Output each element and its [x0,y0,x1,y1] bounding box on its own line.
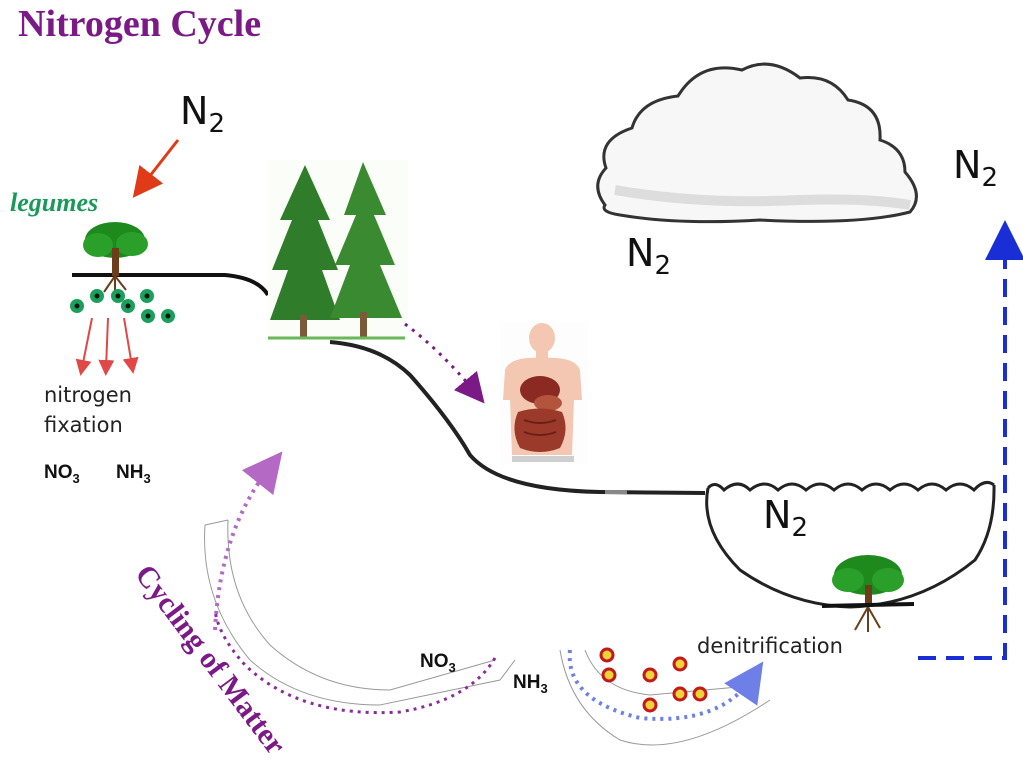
page-title: Nitrogen Cycle [18,3,262,45]
human-digestive-system-icon [500,322,588,464]
n2-label-top: N2 [180,89,225,139]
no3-label-soil: NO3 [420,651,456,675]
no3-label-fixation: NO3 [44,462,80,486]
soil-layers [204,519,771,746]
n2-label-cloud: N2 [626,231,671,281]
pine-trees-icon [268,160,408,340]
fixation-arrows [75,317,139,376]
denitrification-arrow [918,220,1023,660]
nitrogen-nodule-icon [70,289,175,323]
tree-icon [83,222,148,298]
nh3-to-denitrification-arrow [567,649,764,721]
n2-label-atmosphere: N2 [953,143,998,193]
nitrogen-fixation-label-line2: fixation [44,413,123,437]
bacteria-icon [599,647,708,713]
n2-to-legumes-arrow [132,139,180,198]
n2-label-lake: N2 [763,493,808,543]
trees-to-human-arrow [404,322,485,404]
cloud-icon [596,62,918,224]
legumes-label: legumes [10,188,99,217]
lake-tree-icon [821,555,915,632]
cycling-up-arrow [213,451,283,631]
terrain-line [72,273,706,495]
nh3-label-soil: NH3 [513,672,548,696]
cycling-lower-arrow [213,609,497,715]
nh3-label-fixation: NH3 [116,462,151,486]
nitrogen-fixation-label-line1: nitrogen [44,383,132,407]
denitrification-label: denitrification [697,634,843,658]
